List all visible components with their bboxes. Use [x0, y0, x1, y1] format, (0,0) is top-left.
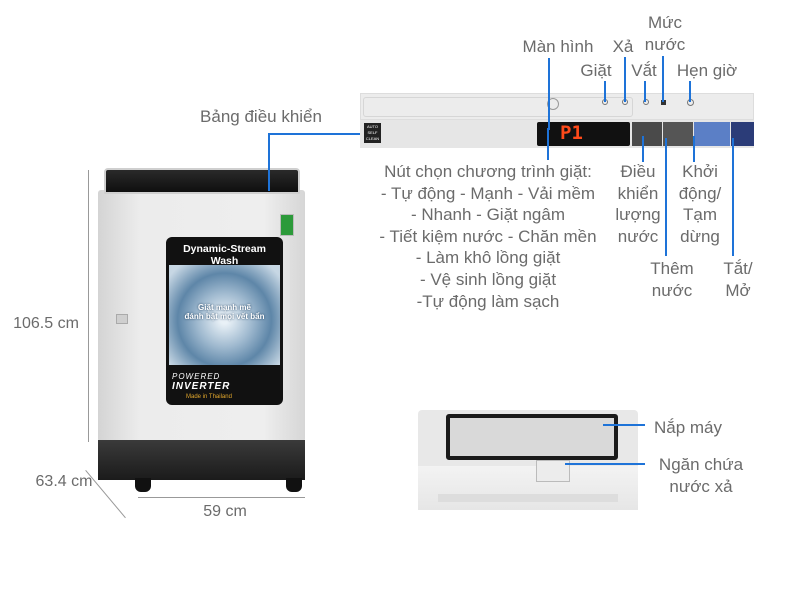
water-level-label-line: nước: [644, 35, 686, 54]
detergent-drawer[interactable]: [536, 460, 570, 482]
wash-label: Giặt: [580, 61, 612, 80]
detergent-drawer-label-line: Ngăn chứa: [658, 455, 744, 474]
program-label-line: Nút chọn chương trình giặt:: [384, 162, 592, 181]
washer-handle: [116, 314, 128, 324]
start-pause-label-line: động/: [678, 183, 722, 203]
made-in: Made in Thailand: [186, 394, 232, 400]
brand-line-2: INVERTER: [172, 381, 231, 392]
washer-base: [98, 440, 305, 480]
callout-line: [642, 136, 644, 162]
callout-line: [268, 133, 360, 135]
program-button[interactable]: [547, 98, 559, 110]
callout-line: [693, 136, 695, 162]
callout-line: [644, 81, 646, 102]
water-control-label-line: Điều: [620, 162, 656, 181]
program-label-line: - Nhanh - Giặt ngâm: [410, 205, 565, 225]
power-label: Tắt/Mở: [714, 258, 762, 302]
add-water-button[interactable]: [663, 122, 693, 146]
brand-line-1: POWERED: [172, 372, 221, 381]
start-pause-label-line: Khởi: [682, 162, 718, 181]
callout-line: [603, 424, 645, 426]
start-pause-button[interactable]: [694, 122, 730, 146]
callout-line: [665, 138, 667, 256]
lid-glass: [446, 414, 618, 460]
water-control-label-line: lượng: [615, 205, 661, 225]
callout-line: [604, 81, 606, 102]
width-dimension-line: [138, 497, 305, 498]
water-level-label: Mức nước: [642, 12, 688, 56]
sticker-slogan-2: đánh bật mọi vết bẩn: [184, 312, 265, 321]
height-label: 106.5 cm: [13, 315, 79, 332]
detergent-drawer-label: Ngăn chứa nước xả: [648, 454, 754, 498]
sticker-title: Dynamic-Stream Wash: [183, 243, 266, 267]
start-pause-label-line: dừng: [680, 226, 720, 246]
add-water-label-line: nước: [651, 281, 693, 300]
spin-indicator: [643, 99, 649, 105]
callout-line: [689, 81, 691, 102]
rinse-label: Xả: [612, 37, 634, 56]
washer-foot-left: [135, 478, 151, 492]
detergent-drawer-label-line: nước xả: [669, 477, 733, 496]
energy-label: [280, 214, 294, 236]
callout-line: [547, 128, 549, 160]
callout-line: [624, 57, 626, 102]
power-label-line: Mở: [725, 281, 751, 300]
callout-line: [732, 138, 734, 256]
timer-label: Hẹn giờ: [676, 61, 738, 80]
open-lid-image: [418, 410, 638, 510]
spin-label: Vắt: [631, 61, 657, 80]
add-water-label: Thêm nước: [644, 258, 700, 302]
water-control-label-line: khiển: [617, 183, 659, 203]
sticker-slogan-1: Giặt mạnh mẽ: [198, 303, 251, 312]
auto-self-clean-badge: AUTO SELF CLEAN: [364, 123, 381, 143]
display-value: P1: [560, 122, 583, 144]
control-panel-top: [360, 93, 754, 120]
program-button-label: Nút chọn chương trình giặt: - Tự động - …: [370, 161, 606, 312]
depth-label: 63.4 cm: [35, 473, 93, 490]
callout-line: [662, 56, 664, 102]
height-dimension-line: [88, 170, 89, 442]
program-label-line: - Tự động - Mạnh - Vải mềm: [380, 183, 596, 203]
width-label: 59 cm: [203, 503, 247, 520]
callout-line: [268, 133, 270, 191]
program-list: [363, 97, 633, 117]
add-water-label-line: Thêm: [650, 259, 694, 278]
power-label-line: Tắt/: [723, 259, 753, 278]
control-panel-label: Bảng điều khiển: [200, 107, 322, 126]
water-level-indicator: [661, 100, 666, 105]
washer-foot-right: [286, 478, 302, 492]
program-label-line: - Làm khô lồng giặt: [415, 248, 561, 268]
callout-line: [565, 463, 645, 465]
display-panel: [537, 122, 630, 146]
start-pause-label-line: Tạm: [683, 205, 717, 225]
lid-label: Nắp máy: [653, 418, 723, 437]
water-control-label-line: nước: [617, 226, 659, 246]
program-label-line: - Vệ sinh lồng giặt: [419, 269, 557, 289]
washer-lid: [104, 168, 300, 194]
program-label-line: -Tự động làm sạch: [416, 291, 560, 311]
callout-line: [548, 58, 550, 130]
water-level-label-line: Mức: [647, 13, 683, 32]
power-button[interactable]: [731, 122, 754, 146]
water-control-button[interactable]: [632, 122, 662, 146]
display-label: Màn hình: [522, 37, 594, 56]
program-label-line: - Tiết kiệm nước - Chăn mền: [379, 226, 597, 246]
